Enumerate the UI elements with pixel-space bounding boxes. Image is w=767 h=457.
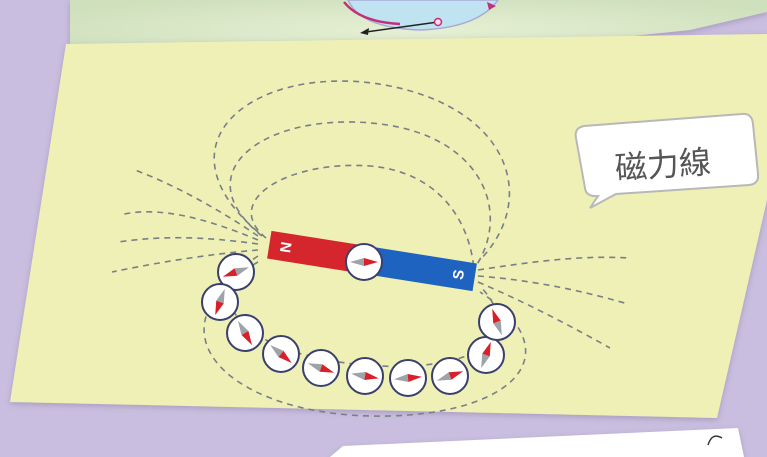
- compass: [202, 284, 238, 320]
- compass: [303, 350, 339, 386]
- compass: [346, 244, 382, 280]
- orbit-point: [435, 19, 442, 26]
- compass: [227, 315, 263, 351]
- compass: [390, 360, 426, 396]
- compass: [468, 337, 504, 373]
- main-card-panel: [10, 34, 767, 418]
- compass: [347, 358, 383, 394]
- compass: [479, 304, 515, 340]
- compass: [432, 358, 468, 394]
- callout-text: 磁力線: [614, 143, 712, 188]
- compass: [263, 336, 299, 372]
- magnet-diagram-card: N S 磁力線: [10, 34, 767, 418]
